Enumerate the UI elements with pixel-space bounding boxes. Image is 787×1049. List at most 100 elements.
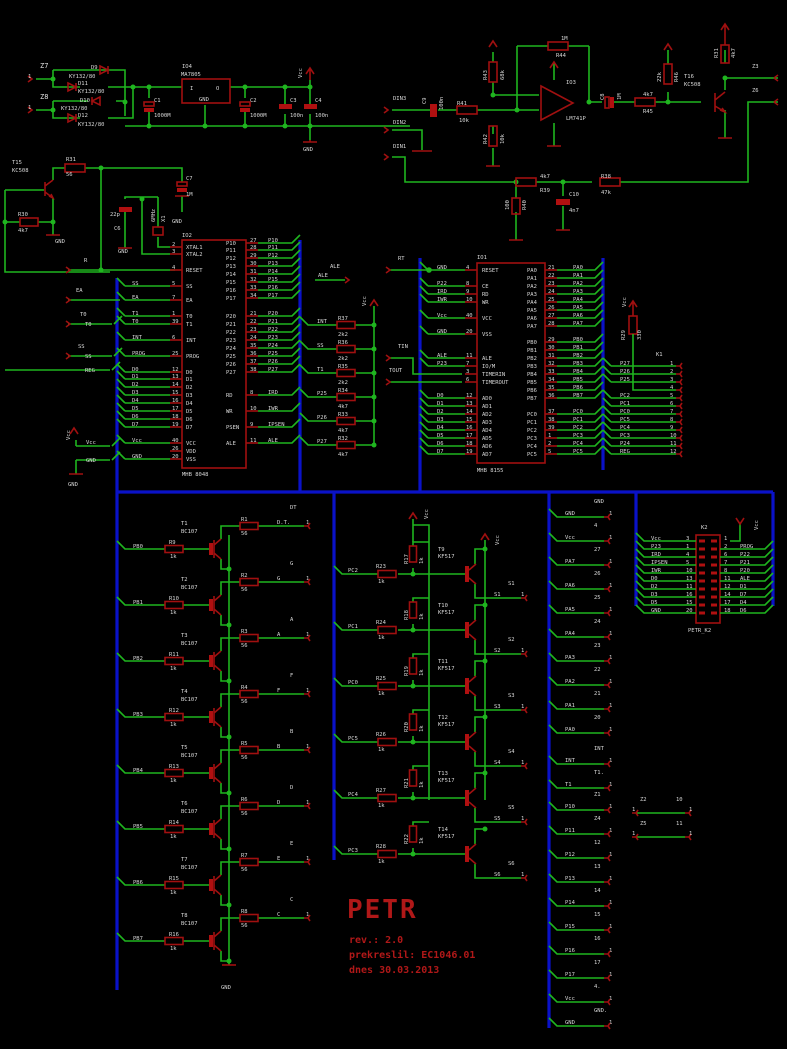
junction-dot (226, 622, 232, 628)
net-label: D0 (651, 576, 658, 582)
pin-number: 1 (686, 544, 689, 550)
net-wire (720, 604, 774, 614)
svg-text:10k: 10k (459, 118, 470, 124)
resistor-icon (239, 913, 259, 923)
net-label: D1 (740, 584, 747, 590)
pin-number: 34 (250, 293, 257, 299)
junction-dot (482, 826, 488, 832)
net-wire (548, 945, 604, 955)
title-block: PETR rev.: 2.0 prekreslil: EC1046.01 dne… (347, 895, 475, 976)
svg-text:C8: C8 (600, 93, 606, 100)
transistor-value: BC107 (181, 641, 198, 647)
net-wire (548, 628, 604, 638)
pin-name: PSEN (226, 425, 239, 431)
pin-number: 1 (609, 607, 612, 613)
pad-icon (604, 998, 611, 1006)
pin-number: 1 (306, 856, 309, 862)
net-label: P11 (565, 828, 575, 834)
svg-text:Vcc: Vcc (754, 520, 760, 530)
net-label: GND (565, 511, 575, 517)
svg-text:R31: R31 (714, 48, 720, 58)
net-wire (258, 355, 301, 365)
pin-pad (711, 539, 717, 543)
transistor-ref: T4 (181, 689, 188, 695)
junction-dot (226, 846, 232, 852)
pin-number: 26 (172, 446, 179, 452)
transistor-value: BC107 (181, 753, 198, 759)
pin-number: 29 (250, 253, 257, 259)
resistor-ref: R14 (169, 820, 180, 826)
net-label: IWR (268, 406, 279, 412)
net-label: P25 (268, 351, 278, 357)
pin-number: 31 (250, 269, 257, 275)
svg-text:R31: R31 (66, 157, 76, 163)
net-wire (720, 564, 774, 574)
net-label: P25 (620, 377, 630, 383)
pin-number: 2 (548, 441, 551, 447)
input-label-din3: DIN3 (393, 96, 406, 102)
net-wire (548, 993, 604, 1003)
diode-ref: D11 (78, 81, 88, 87)
net-wire (299, 340, 374, 350)
pin-name: P25 (226, 354, 236, 360)
net-wire (116, 861, 304, 906)
pin-number: 25 (548, 297, 555, 303)
net-wire (258, 339, 301, 349)
net-label: SS (132, 281, 139, 287)
pin-number: 4 (670, 385, 674, 391)
svg-text:R29: R29 (621, 330, 627, 340)
pin-name: AD3 (482, 420, 492, 426)
net-label: PB1 (573, 345, 583, 351)
input-label-din2: DIN2 (393, 120, 406, 126)
transistor-body (465, 734, 469, 750)
pin-number: 23 (548, 281, 555, 287)
io2-body (181, 239, 247, 469)
pin-number: 28 (548, 321, 555, 327)
resistor-value: 1k (170, 610, 177, 616)
pin-number: 1 (609, 996, 612, 1002)
pin-number: 19 (172, 422, 179, 428)
net-label: PA4 (565, 631, 576, 637)
net-label: S5 (494, 816, 501, 822)
svg-text:4n7: 4n7 (569, 208, 579, 214)
pin-number: 12 (172, 367, 179, 373)
pin-number: 1 (521, 760, 524, 766)
pad-icon (521, 874, 528, 882)
ale-net-label: ALE (330, 264, 340, 270)
pin-name: PB5 (527, 380, 537, 386)
amplifier-section (383, 22, 779, 241)
pin-name: PA7 (527, 324, 537, 330)
amplifier-labels: DIN3 DIN2 DIN1 C9 100n R41 10k R43 68k R… (393, 36, 759, 214)
transistor-icon (213, 762, 222, 784)
io1-value: MHB 8155 (477, 468, 504, 474)
net-wire (602, 413, 676, 423)
pin-name: D4 (186, 401, 193, 407)
pad-icon (604, 705, 611, 713)
pin-number: 1 (306, 744, 309, 750)
pad-label: 14 (594, 888, 601, 894)
net-label: D0 (132, 367, 139, 373)
input-label-din1: DIN1 (393, 144, 406, 150)
transistor-value: KF517 (438, 554, 455, 560)
resistor-icon (239, 521, 259, 531)
io1-ref: IO1 (477, 255, 487, 261)
pin-number: 17 (172, 406, 179, 412)
pin-name: AD2 (482, 412, 492, 418)
svg-text:IO3: IO3 (566, 80, 576, 86)
net-label: SS (317, 343, 324, 349)
svg-text:4k7: 4k7 (643, 92, 653, 98)
net-label: PA6 (573, 313, 583, 319)
svg-text:ALE: ALE (318, 273, 328, 279)
pin-number: 36 (548, 393, 555, 399)
cap-ref: C1 (154, 98, 161, 104)
pad-icon (604, 657, 611, 665)
pad-icon (304, 746, 311, 754)
power-supply-section (27, 64, 410, 143)
pad-icon (604, 902, 611, 910)
net-wire (557, 445, 604, 455)
pad-label: D (290, 785, 293, 791)
net-wire (548, 724, 604, 734)
pin-number: 26 (548, 305, 555, 311)
resistor-value: 2k2 (338, 356, 348, 362)
